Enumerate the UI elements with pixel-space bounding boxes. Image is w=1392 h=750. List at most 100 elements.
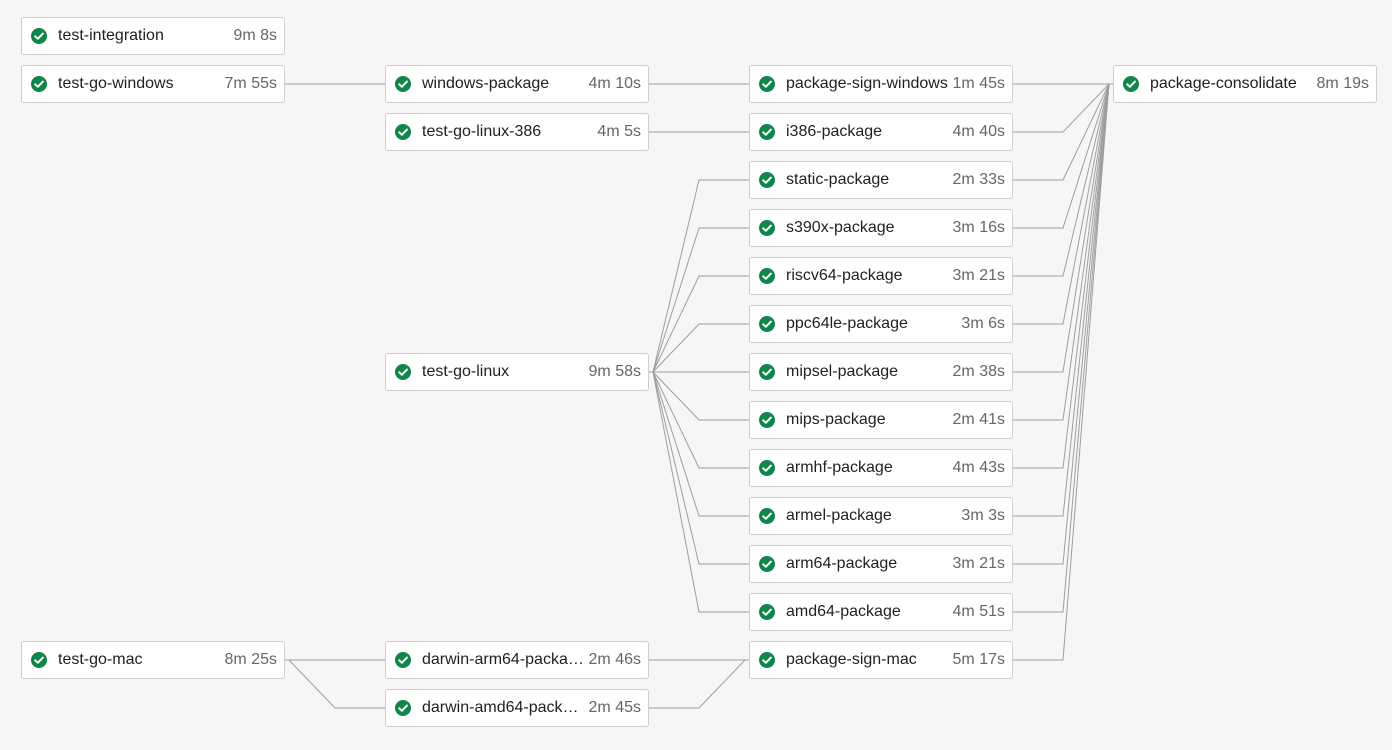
- check-circle-icon: [758, 315, 776, 333]
- job-name: test-go-linux-386: [422, 123, 542, 140]
- check-circle-icon: [394, 123, 412, 141]
- check-circle-icon: [1122, 75, 1140, 93]
- job-armel-package[interactable]: armel-package 3m 3s: [749, 497, 1013, 535]
- job-s390x-package[interactable]: s390x-package 3m 16s: [749, 209, 1013, 247]
- job-name: s390x-package: [786, 219, 895, 236]
- job-duration: 4m 40s: [952, 123, 1005, 140]
- job-armhf-package[interactable]: armhf-package 4m 43s: [749, 449, 1013, 487]
- edge-armel-package-to-package-consolidate: [1013, 83, 1113, 517]
- job-name: armel-package: [786, 507, 892, 524]
- job-package-sign-windows[interactable]: package-sign-windows 1m 45s: [749, 65, 1013, 103]
- edge-mipsel-package-to-package-consolidate: [1013, 83, 1113, 373]
- job-duration: 8m 19s: [1316, 75, 1369, 92]
- job-windows-package[interactable]: windows-package 4m 10s: [385, 65, 649, 103]
- job-test-go-linux[interactable]: test-go-linux 9m 58s: [385, 353, 649, 391]
- job-duration: 9m 8s: [233, 27, 277, 44]
- job-name: static-package: [786, 171, 890, 188]
- job-duration: 7m 55s: [224, 75, 277, 92]
- check-circle-icon: [758, 411, 776, 429]
- job-name: darwin-arm64-package: [422, 651, 585, 668]
- job-name: darwin-amd64-packa…: [422, 699, 585, 716]
- job-mipsel-package[interactable]: mipsel-package 2m 38s: [749, 353, 1013, 391]
- edge-test-go-linux-to-riscv64-package: [649, 275, 749, 373]
- job-duration: 5m 17s: [952, 651, 1005, 668]
- edge-test-go-linux-to-armhf-package: [649, 371, 749, 469]
- job-name: test-go-windows: [58, 75, 174, 92]
- job-duration: 2m 33s: [952, 171, 1005, 188]
- job-test-go-linux-386[interactable]: test-go-linux-386 4m 5s: [385, 113, 649, 151]
- edge-test-go-linux-to-arm64-package: [649, 371, 749, 565]
- edge-ppc64le-package-to-package-consolidate: [1013, 83, 1113, 325]
- edge-test-go-linux-to-mips-package: [649, 371, 749, 421]
- job-duration: 3m 3s: [961, 507, 1005, 524]
- job-duration: 3m 16s: [952, 219, 1005, 236]
- check-circle-icon: [758, 363, 776, 381]
- edge-mips-package-to-package-consolidate: [1013, 83, 1113, 421]
- job-arm64-package[interactable]: arm64-package 3m 21s: [749, 545, 1013, 583]
- check-circle-icon: [30, 27, 48, 45]
- job-duration: 4m 51s: [952, 603, 1005, 620]
- edge-test-go-linux-to-static-package: [649, 179, 749, 373]
- edge-i386-package-to-package-consolidate: [1013, 83, 1113, 133]
- check-circle-icon: [30, 75, 48, 93]
- check-circle-icon: [30, 651, 48, 669]
- job-duration: 2m 41s: [952, 411, 1005, 428]
- job-name: riscv64-package: [786, 267, 903, 284]
- job-mips-package[interactable]: mips-package 2m 41s: [749, 401, 1013, 439]
- job-name: ppc64le-package: [786, 315, 908, 332]
- check-circle-icon: [758, 75, 776, 93]
- job-duration: 3m 21s: [952, 555, 1005, 572]
- job-riscv64-package[interactable]: riscv64-package 3m 21s: [749, 257, 1013, 295]
- job-name: test-go-linux: [422, 363, 510, 380]
- edge-arm64-package-to-package-consolidate: [1013, 83, 1113, 565]
- job-duration: 1m 45s: [952, 75, 1005, 92]
- check-circle-icon: [758, 507, 776, 525]
- check-circle-icon: [758, 459, 776, 477]
- job-ppc64le-package[interactable]: ppc64le-package 3m 6s: [749, 305, 1013, 343]
- check-circle-icon: [758, 171, 776, 189]
- job-darwin-arm64-package[interactable]: darwin-arm64-package 2m 46s: [385, 641, 649, 679]
- edge-darwin-amd64-package-to-package-sign-mac: [649, 659, 749, 709]
- job-name: mips-package: [786, 411, 886, 428]
- edge-test-go-linux-to-ppc64le-package: [649, 323, 749, 373]
- job-name: mipsel-package: [786, 363, 899, 380]
- job-name: test-integration: [58, 27, 164, 44]
- job-test-integration[interactable]: test-integration 9m 8s: [21, 17, 285, 55]
- job-name: test-go-mac: [58, 651, 143, 668]
- job-static-package[interactable]: static-package 2m 33s: [749, 161, 1013, 199]
- job-name: i386-package: [786, 123, 883, 140]
- edge-static-package-to-package-consolidate: [1013, 83, 1113, 181]
- job-amd64-package[interactable]: amd64-package 4m 51s: [749, 593, 1013, 631]
- job-name: amd64-package: [786, 603, 901, 620]
- job-name: armhf-package: [786, 459, 893, 476]
- job-name: package-consolidate: [1150, 75, 1297, 92]
- job-i386-package[interactable]: i386-package 4m 40s: [749, 113, 1013, 151]
- job-package-sign-mac[interactable]: package-sign-mac 5m 17s: [749, 641, 1013, 679]
- check-circle-icon: [394, 651, 412, 669]
- job-test-go-mac[interactable]: test-go-mac 8m 25s: [21, 641, 285, 679]
- job-duration: 3m 6s: [961, 315, 1005, 332]
- check-circle-icon: [758, 267, 776, 285]
- job-test-go-windows[interactable]: test-go-windows 7m 55s: [21, 65, 285, 103]
- job-duration: 8m 25s: [224, 651, 277, 668]
- edge-package-sign-mac-to-package-consolidate: [1013, 83, 1113, 661]
- job-duration: 4m 10s: [588, 75, 641, 92]
- job-duration: 4m 5s: [597, 123, 641, 140]
- check-circle-icon: [758, 555, 776, 573]
- check-circle-icon: [394, 699, 412, 717]
- job-duration: 3m 21s: [952, 267, 1005, 284]
- job-duration: 9m 58s: [588, 363, 641, 380]
- job-package-consolidate[interactable]: package-consolidate 8m 19s: [1113, 65, 1377, 103]
- edge-amd64-package-to-package-consolidate: [1013, 83, 1113, 613]
- edge-s390x-package-to-package-consolidate: [1013, 83, 1113, 229]
- job-name: arm64-package: [786, 555, 898, 572]
- check-circle-icon: [758, 651, 776, 669]
- job-duration: 4m 43s: [952, 459, 1005, 476]
- job-name: windows-package: [422, 75, 550, 92]
- edge-armhf-package-to-package-consolidate: [1013, 83, 1113, 469]
- job-name: package-sign-windows: [786, 75, 948, 92]
- check-circle-icon: [394, 75, 412, 93]
- job-darwin-amd64-package[interactable]: darwin-amd64-packa… 2m 45s: [385, 689, 649, 727]
- edge-test-go-linux-to-armel-package: [649, 371, 749, 517]
